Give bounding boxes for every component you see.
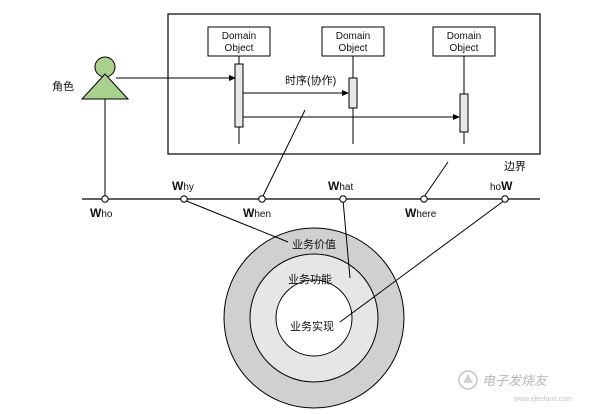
domain-object-3-line2: Object: [450, 43, 479, 54]
domain-object-1: Domain Object: [207, 26, 271, 57]
connector-where: [423, 161, 449, 198]
actor-label: 角色: [52, 79, 74, 93]
domain-object-1-line2: Object: [225, 43, 254, 54]
watermark-sub: www.elecfans.com: [513, 396, 572, 403]
axis-node-how: [501, 195, 509, 203]
axis-label-when: When: [243, 206, 271, 220]
watermark-logo-icon: [458, 370, 478, 390]
connector-when: [261, 109, 306, 199]
boundary-label: 边界: [504, 160, 526, 173]
sequence-label: 时序(协作): [285, 73, 336, 87]
watermark-main: 电子发烧友: [482, 373, 549, 388]
actor-arrowhead: [229, 75, 236, 81]
connector-how: [339, 199, 506, 323]
ring-middle-label: 业务功能: [288, 272, 332, 286]
activation-bar-3: [459, 93, 469, 133]
watermark-logo-glyph: [463, 374, 473, 383]
axis-node-when: [258, 195, 266, 203]
axis-label-who: Who: [90, 206, 113, 220]
axis-label-where: Where: [405, 206, 437, 220]
message-arrowhead-1: [342, 90, 349, 96]
ring-outer-label: 业务价值: [292, 238, 336, 251]
domain-object-3: Domain Object: [432, 26, 496, 57]
ring-inner-label: 业务实现: [290, 319, 334, 333]
axis-label-how: hoW: [490, 179, 513, 193]
domain-object-3-line1: Domain: [447, 31, 481, 42]
domain-object-2: Domain Object: [321, 26, 385, 57]
axis-node-why: [180, 195, 188, 203]
connector-what: [342, 199, 351, 279]
axis-label-what: What: [328, 179, 353, 193]
axis-node-who: [101, 195, 109, 203]
boundary-box: [167, 13, 541, 155]
connector-why: [183, 199, 289, 243]
activation-bar-1: [234, 63, 244, 128]
message-arrowhead-2: [453, 114, 460, 120]
domain-object-2-line1: Domain: [336, 31, 370, 42]
axis-node-where: [420, 195, 428, 203]
ring-inner: [275, 279, 353, 357]
activation-bar-2: [348, 77, 358, 109]
domain-object-1-line1: Domain: [222, 31, 256, 42]
domain-object-2-line2: Object: [339, 43, 368, 54]
axis-node-what: [339, 195, 347, 203]
axis-label-why: Why: [172, 179, 194, 193]
watermark: 电子发烧友 www.elecfans.com: [458, 370, 572, 403]
